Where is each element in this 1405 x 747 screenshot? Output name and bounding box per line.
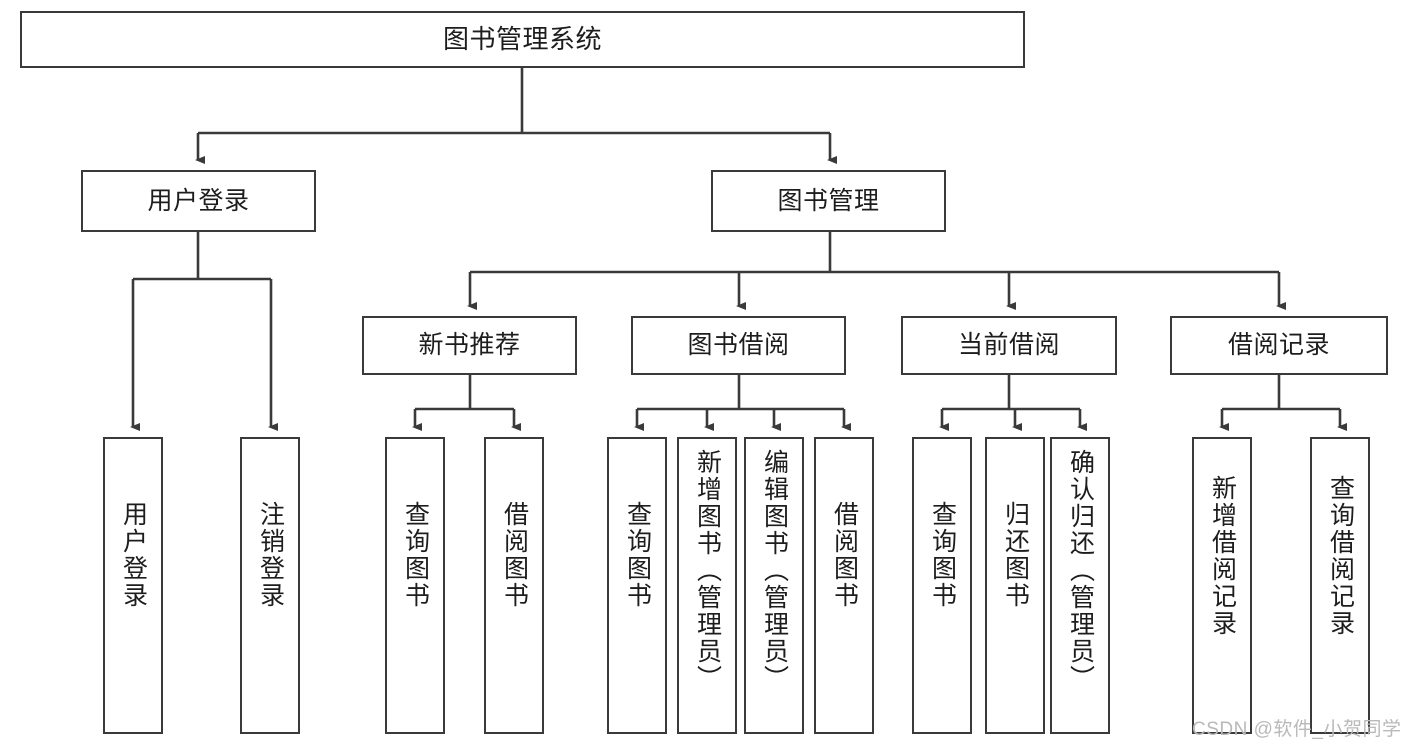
node-new-book-recommend-label: 新书推荐 bbox=[418, 331, 521, 360]
node-root-label: 图书管理系统 bbox=[442, 23, 602, 54]
node-borrow-record[interactable]: 借阅记录 bbox=[1170, 316, 1388, 375]
node-leaf-query-book-current-label: 查询图书 bbox=[928, 501, 957, 609]
node-leaf-query-book-rec[interactable]: 查询图书 bbox=[385, 437, 445, 734]
node-user-login[interactable]: 用户登录 bbox=[81, 170, 316, 232]
node-new-book-recommend[interactable]: 新书推荐 bbox=[362, 316, 577, 375]
node-leaf-query-borrow-record-label: 查询借阅记录 bbox=[1326, 475, 1355, 637]
node-leaf-add-borrow-record-label: 新增借阅记录 bbox=[1208, 475, 1237, 637]
node-leaf-borrow-book-label: 借阅图书 bbox=[830, 501, 859, 609]
node-leaf-edit-book-admin-label: 编辑图书（管理员） bbox=[760, 449, 789, 692]
node-leaf-return-book-label: 归还图书 bbox=[1001, 501, 1030, 609]
node-leaf-logout-login[interactable]: 注销登录 bbox=[240, 437, 300, 734]
node-leaf-return-book[interactable]: 归还图书 bbox=[985, 437, 1045, 734]
node-leaf-query-book-borrow-label: 查询图书 bbox=[623, 501, 652, 609]
node-leaf-query-book-borrow[interactable]: 查询图书 bbox=[607, 437, 667, 734]
node-user-login-label: 用户登录 bbox=[147, 186, 250, 215]
node-leaf-add-borrow-record[interactable]: 新增借阅记录 bbox=[1192, 437, 1252, 734]
node-leaf-add-book-admin-label: 新增图书（管理员） bbox=[693, 449, 722, 692]
node-leaf-confirm-return-admin[interactable]: 确认归还（管理员） bbox=[1050, 437, 1110, 734]
node-leaf-confirm-return-admin-label: 确认归还（管理员） bbox=[1066, 449, 1095, 692]
node-leaf-add-book-admin[interactable]: 新增图书（管理员） bbox=[677, 437, 737, 734]
node-leaf-user-login[interactable]: 用户登录 bbox=[103, 437, 163, 734]
node-root[interactable]: 图书管理系统 bbox=[20, 11, 1025, 68]
node-borrow-record-label: 借阅记录 bbox=[1227, 331, 1330, 360]
node-current-borrow-label: 当前借阅 bbox=[957, 331, 1060, 360]
node-book-borrow-label: 图书借阅 bbox=[687, 331, 790, 360]
node-leaf-logout-login-label: 注销登录 bbox=[256, 501, 285, 609]
node-book-management-label: 图书管理 bbox=[777, 186, 880, 215]
node-book-management[interactable]: 图书管理 bbox=[711, 170, 946, 232]
node-leaf-borrow-book-rec[interactable]: 借阅图书 bbox=[484, 437, 544, 734]
node-leaf-edit-book-admin[interactable]: 编辑图书（管理员） bbox=[744, 437, 804, 734]
node-leaf-query-book-rec-label: 查询图书 bbox=[401, 501, 430, 609]
node-current-borrow[interactable]: 当前借阅 bbox=[901, 316, 1117, 375]
node-leaf-borrow-book[interactable]: 借阅图书 bbox=[814, 437, 874, 734]
node-leaf-query-borrow-record[interactable]: 查询借阅记录 bbox=[1310, 437, 1370, 734]
node-leaf-borrow-book-rec-label: 借阅图书 bbox=[500, 501, 529, 609]
csdn-watermark: CSDN @软件_小贺同学 bbox=[1192, 719, 1402, 740]
node-book-borrow[interactable]: 图书借阅 bbox=[631, 316, 846, 375]
node-leaf-user-login-label: 用户登录 bbox=[119, 501, 148, 609]
node-leaf-query-book-current[interactable]: 查询图书 bbox=[912, 437, 972, 734]
